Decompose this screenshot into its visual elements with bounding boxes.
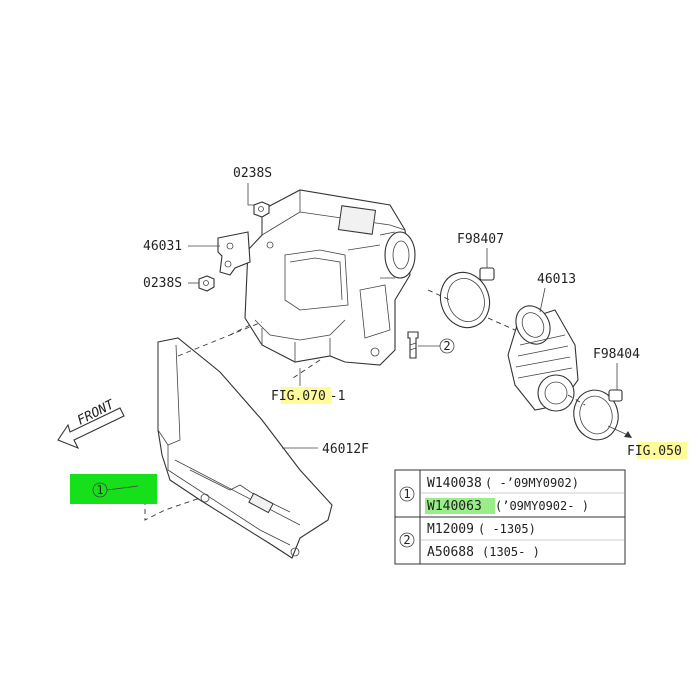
parts-table: 1 2 W140038 ( -’09MY0902) W140063 (’09MY… — [394, 469, 626, 565]
fig050-link[interactable]: FIG.050 — [627, 444, 682, 459]
fig070-link[interactable]: FIG.070-1 — [271, 389, 345, 404]
table-row2a-part: M12009 — [427, 522, 474, 537]
callout-46012f: 46012F — [322, 442, 369, 457]
leader-0238s-top — [247, 183, 254, 206]
marker-circle-2-label: 2 — [443, 339, 450, 353]
table-marker-2 — [399, 532, 415, 548]
table-row1a-part: W140038 — [427, 476, 482, 491]
w140063-highlight — [425, 498, 495, 514]
fig050-arrowhead — [624, 431, 632, 438]
callout-46031: 46031 — [143, 239, 182, 254]
leader-46013 — [539, 287, 546, 313]
table-row1b-part: W140063 — [427, 499, 482, 514]
callout-46013: 46013 — [537, 272, 576, 287]
duct-46013 — [507, 305, 579, 412]
bolt-0238s-upper — [253, 201, 270, 218]
marker-circle-1-label: 1 — [96, 483, 103, 497]
assembly-lines — [144, 289, 586, 521]
callout-f98404: F98404 — [593, 347, 640, 362]
table-row2a-range: ( -1305) — [478, 522, 536, 536]
bolt-0238s-lower — [198, 275, 215, 292]
table-row2b-range: (1305- ) — [482, 545, 540, 559]
fig050-highlight — [637, 442, 687, 459]
front-label: FRONT — [75, 397, 118, 429]
table-row2b-part: A50688 — [427, 545, 474, 560]
clip-2 — [407, 331, 419, 359]
callout-0238s-bottom: 0238S — [143, 276, 182, 291]
clamp-f98404 — [573, 389, 623, 441]
table-marker-2-label: 2 — [403, 533, 410, 547]
front-arrow: FRONT — [57, 397, 125, 450]
air-cleaner-lower-case — [157, 337, 333, 559]
leader-clip1 — [106, 485, 139, 491]
callout-f98407: F98407 — [457, 232, 504, 247]
table-marker-1 — [399, 486, 415, 502]
fig070-highlight — [281, 387, 331, 404]
air-cleaner-case — [244, 189, 416, 366]
table-row1b-range: (’09MY0902- ) — [495, 499, 589, 513]
table-marker-1-label: 1 — [403, 487, 410, 501]
bracket-46031 — [217, 231, 251, 276]
callout-0238s-top: 0238S — [233, 166, 272, 181]
clamp-f98407 — [439, 267, 495, 329]
table-row1a-range: ( -’09MY0902) — [485, 476, 579, 490]
